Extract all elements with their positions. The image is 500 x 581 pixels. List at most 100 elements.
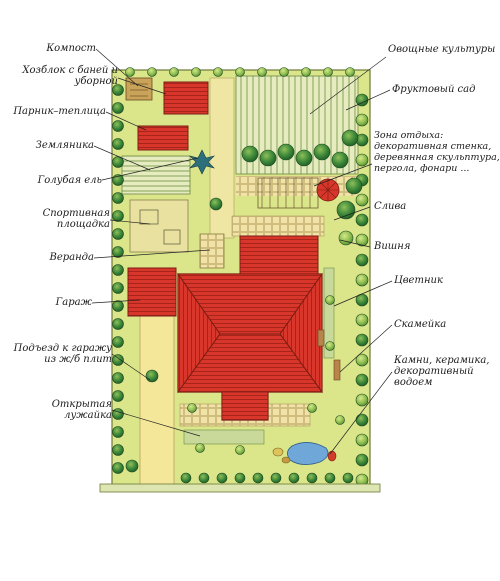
plum-tree — [336, 200, 356, 220]
label-stones: Камни, керамика, декоративный водоем — [394, 355, 490, 388]
hedge-tree — [112, 210, 124, 222]
hedge-tree — [112, 336, 124, 348]
hedge-tree — [355, 93, 369, 107]
hedge-tree — [235, 67, 245, 77]
hedge-tree — [355, 153, 369, 167]
label-rest-zone: Зона отдыха: декоративная стенка, деревя… — [374, 130, 500, 174]
hedge-tree — [180, 472, 192, 484]
fruit-tree — [295, 149, 313, 167]
hedge-tree — [112, 462, 124, 474]
compost — [125, 77, 153, 101]
hedge-tree — [252, 472, 264, 484]
label-lawn: Открытая лужайка — [51, 399, 112, 421]
label-greenhouse: Парник–теплица — [13, 106, 106, 117]
hedge-tree — [355, 453, 369, 467]
hedge-tree — [125, 67, 135, 77]
hedge-tree — [355, 393, 369, 407]
hedge-tree — [355, 373, 369, 387]
label-flowerbed: Цветник — [394, 275, 443, 286]
hedge-tree — [112, 354, 124, 366]
hedge-tree — [355, 313, 369, 327]
fruit-tree — [341, 129, 359, 147]
hedge-tree — [355, 253, 369, 267]
shrub — [209, 197, 223, 211]
label-veranda: Веранда — [49, 252, 94, 263]
label-plum: Слива — [374, 201, 407, 212]
hedge-tree — [112, 102, 124, 114]
hedge-tree — [301, 67, 311, 77]
hedge-tree — [112, 408, 124, 420]
label-sports-ground: Спортивная площадка — [42, 208, 110, 230]
fruit-tree — [313, 143, 331, 161]
garage — [127, 267, 177, 317]
hedge-tree — [234, 472, 246, 484]
hedge-tree — [355, 433, 369, 447]
hedge-tree — [355, 353, 369, 367]
utility-shed — [163, 81, 209, 115]
decorative-stones — [272, 447, 337, 464]
hedge-tree — [323, 67, 333, 77]
label-vegetables: Овощные культуры — [388, 44, 496, 55]
label-orchard: Фруктовый сад — [392, 84, 476, 95]
flowerbeds — [183, 267, 335, 445]
cherry-tree — [338, 230, 354, 246]
fruit-tree — [259, 149, 277, 167]
hedge-tree — [279, 67, 289, 77]
hedge-tree — [112, 120, 124, 132]
shrub — [335, 415, 345, 425]
hedge-tree — [112, 192, 124, 204]
hedge-tree — [191, 67, 201, 77]
house-roof — [177, 235, 323, 421]
label-blue-spruce: Голубая ель — [37, 175, 102, 186]
hedge-tree — [112, 228, 124, 240]
hedge-tree — [324, 472, 336, 484]
hedge-tree — [355, 333, 369, 347]
hedge-tree — [213, 67, 223, 77]
label-strawberry: Земляника — [35, 140, 94, 151]
label-shed: Хозблок с баней и уборной — [22, 65, 118, 87]
hedge-tree — [112, 372, 124, 384]
hedge-tree — [112, 300, 124, 312]
hedge-tree — [112, 264, 124, 276]
label-driveway: Подъезд к гаражу из ж/б плит — [13, 343, 112, 365]
hedge-tree — [345, 67, 355, 77]
hedge-tree — [270, 472, 282, 484]
hedge-tree — [112, 390, 124, 402]
hedge-tree — [342, 472, 354, 484]
shrub — [325, 295, 335, 305]
fruit-tree — [345, 177, 363, 195]
hedge-tree — [112, 318, 124, 330]
hedge-tree — [355, 413, 369, 427]
hedge-tree — [355, 273, 369, 287]
garden-umbrella — [316, 178, 340, 202]
shrub — [125, 459, 139, 473]
shrub — [235, 445, 245, 455]
veranda — [199, 233, 225, 269]
hedge-tree — [306, 472, 318, 484]
shrub — [307, 403, 317, 413]
hedge-tree — [216, 472, 228, 484]
label-garage: Гараж — [55, 297, 92, 308]
hedge-tree — [355, 193, 369, 207]
bench — [317, 329, 341, 381]
hedge-tree — [288, 472, 300, 484]
decorative-pond — [287, 442, 329, 465]
sports-ground — [129, 199, 189, 253]
hedge-tree — [112, 426, 124, 438]
leader-lines — [91, 48, 393, 455]
strawberry-beds — [121, 155, 191, 195]
hedge-tree — [112, 138, 124, 150]
driveway — [139, 299, 175, 491]
blue-spruce — [189, 149, 215, 175]
hedge-tree — [112, 444, 124, 456]
fruit-tree — [331, 151, 349, 169]
hedge-tree — [355, 233, 369, 247]
shrub — [145, 369, 159, 383]
fruit-tree — [241, 145, 259, 163]
label-bench: Скамейка — [394, 319, 447, 330]
hedge-tree — [198, 472, 210, 484]
entrance-gate — [99, 483, 381, 493]
hedge-tree — [112, 246, 124, 258]
